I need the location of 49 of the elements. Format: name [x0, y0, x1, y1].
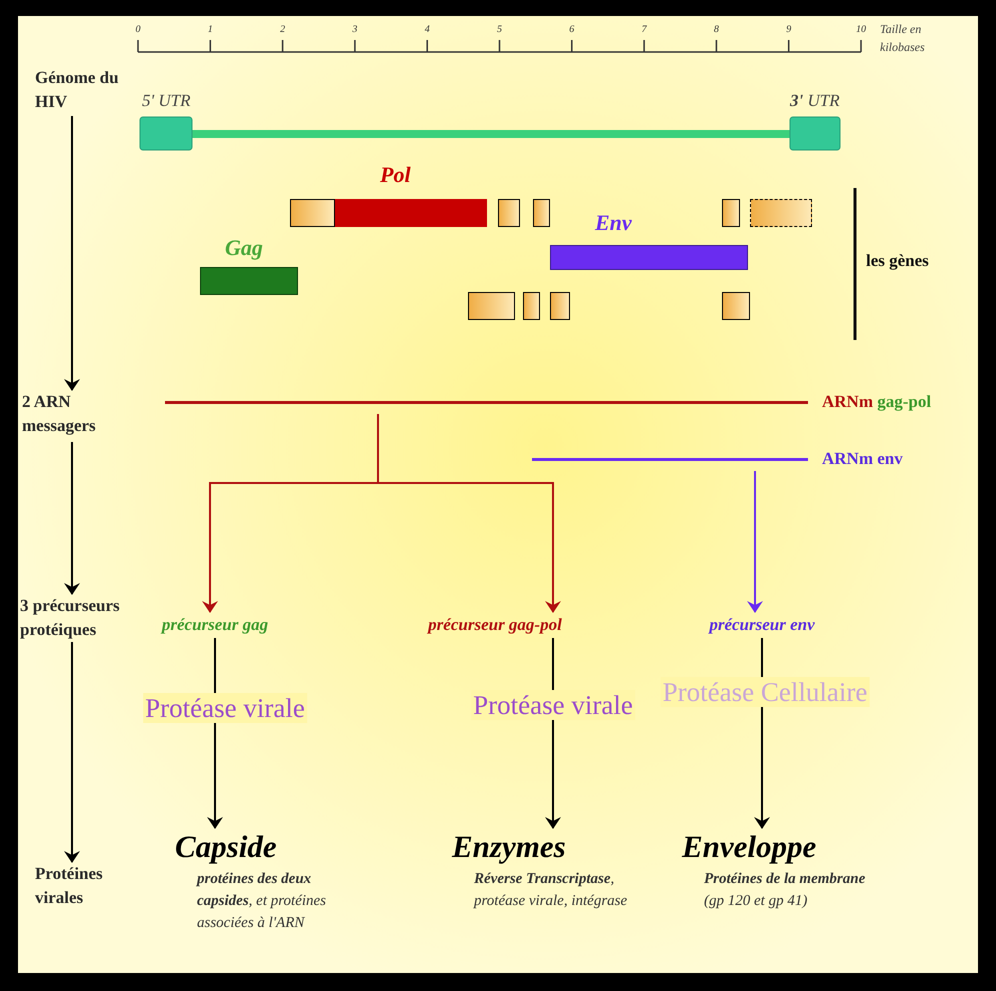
- gene-box: [750, 199, 812, 227]
- gene-box: [468, 292, 515, 320]
- protein-description: Protéines de la membrane (gp 120 et gp 41): [704, 870, 866, 911]
- edge-label: Protéase Cellulaire: [660, 677, 870, 707]
- tick-label: 7: [640, 23, 648, 37]
- tick-label: 10: [855, 23, 867, 37]
- arrow: [64, 442, 80, 595]
- gene-name: Gag: [224, 235, 264, 261]
- arrow: [747, 471, 763, 613]
- protein-description: Réverse Transcriptase, protéase virale, intégrase: [474, 870, 628, 911]
- bracket-label: les gènes: [866, 250, 929, 272]
- precursor-label: précurseur env: [709, 614, 815, 636]
- precursor-label: précurseur gag-pol: [428, 614, 562, 636]
- region-label: 3' UTR: [790, 90, 840, 112]
- protein-heading: Enzymes: [452, 828, 566, 866]
- region-label: 5' UTR: [142, 90, 191, 112]
- tick-label: 3: [351, 23, 358, 37]
- arrow: [377, 414, 561, 613]
- tick-label: 4: [424, 23, 431, 37]
- edge-label: Protéase virale: [471, 690, 635, 720]
- mrna-label: ARNm env: [822, 448, 903, 470]
- gene-box: [533, 199, 550, 227]
- protein-description: protéines des deux capsides, et protéines associées à l'ARN: [197, 870, 328, 933]
- protein-heading: Enveloppe: [682, 828, 816, 866]
- gene-box: [722, 199, 740, 227]
- arrow: [64, 116, 80, 391]
- gene-name: Pol: [379, 162, 412, 188]
- arrow: [64, 642, 80, 863]
- tick-label: 5: [496, 23, 503, 37]
- gene-box: [290, 199, 335, 227]
- axis-label: Taille en kilobases: [880, 21, 926, 56]
- step-label: 3 précurseurs protéiques: [20, 594, 160, 642]
- precursor-label: précurseur gag: [162, 614, 268, 636]
- edge-label: Protéase virale: [143, 693, 307, 723]
- step-label: 2 ARN messagers: [22, 390, 132, 442]
- gene-box: [523, 292, 540, 320]
- tick-label: 0: [134, 23, 142, 37]
- mrna-label: ARNm gag-pol: [822, 391, 932, 414]
- gene-name: Env: [594, 210, 633, 236]
- tick-label: 2: [279, 23, 286, 37]
- tick-label: 9: [785, 23, 792, 37]
- gene-box: [722, 292, 750, 320]
- tick-label: 8: [712, 23, 720, 37]
- tick-label: 1: [206, 23, 214, 37]
- gene-box: [550, 292, 570, 320]
- protein-heading: Capside: [175, 828, 277, 866]
- tick-label: 6: [568, 23, 576, 37]
- gene-box: [498, 199, 520, 227]
- step-label: Protéines virales: [35, 862, 125, 914]
